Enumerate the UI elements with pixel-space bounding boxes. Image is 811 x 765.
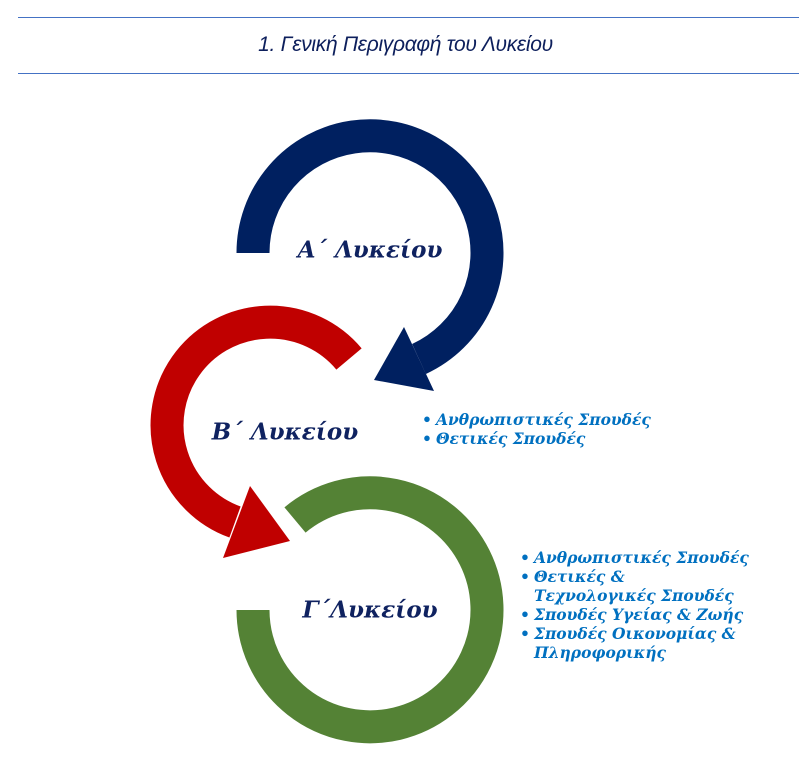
stage-a-arrowhead (374, 327, 434, 391)
stage-c-label: Γ΄Λυκείου (302, 596, 438, 624)
list-item: Ανθρωπιστικές Σπουδές (422, 410, 682, 429)
top-rule (18, 17, 799, 18)
stage-b-arc (150, 305, 362, 538)
list-item: Ανθρωπιστικές Σπουδές (520, 548, 750, 567)
stage-a-arc (236, 119, 504, 374)
stage-c-arc (236, 476, 504, 744)
list-item: Θετικές & Τεχνολογικές Σπουδές (520, 567, 750, 605)
stage-b-label: Β΄ Λυκείου (211, 418, 359, 446)
page-title: 1. Γενική Περιγραφή του Λυκείου (258, 33, 553, 56)
list-item: Σπουδές Οικονομίας & Πληροφορικής (520, 624, 750, 662)
list-item: Θετικές Σπουδές (422, 429, 682, 448)
stage-b-list: Ανθρωπιστικές Σπουδές Θετικές Σπουδές (422, 410, 682, 448)
stage-a-label: Α΄ Λυκείου (297, 236, 443, 264)
stage-b-arrowhead (223, 486, 290, 558)
bottom-rule (18, 73, 799, 74)
list-item: Σπουδές Υγείας & Ζωής (520, 605, 750, 624)
stage-c-list: Ανθρωπιστικές Σπουδές Θετικές & Τεχνολογ… (520, 548, 750, 662)
